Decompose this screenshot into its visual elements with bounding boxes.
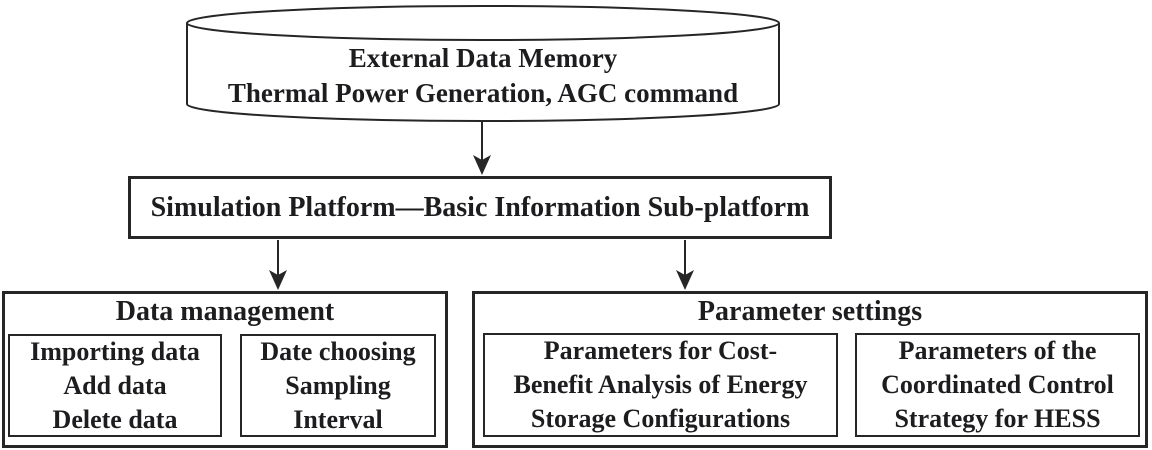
database-label-line1: External Data Memory (348, 43, 618, 73)
cost-benefit-parameters-box: Parameters for Cost- Benefit Analysis of… (483, 333, 838, 437)
importing-data-box: Importing data Add data Delete data (8, 334, 222, 437)
coordinated-control-line2: Coordinated Control (881, 370, 1114, 399)
platform-box: Simulation Platform—Basic Information Su… (128, 176, 832, 239)
coordinated-control-parameters-box: Parameters of the Coordinated Control St… (855, 333, 1140, 437)
importing-data-line2: Add data (63, 370, 167, 400)
cost-benefit-line1: Parameters for Cost- (543, 336, 778, 365)
arrow-memory-to-platform (473, 122, 491, 175)
database-cylinder-top (186, 5, 780, 41)
parameter-settings-box: Parameter settings Parameters for Cost- … (472, 291, 1148, 448)
arrow-platform-to-data-management (269, 240, 287, 290)
parameter-settings-title: Parameter settings (697, 296, 923, 327)
database-cylinder-body (186, 23, 780, 122)
date-choosing-box: Date choosing Sampling Interval (240, 334, 436, 437)
coordinated-control-line1: Parameters of the (898, 336, 1097, 365)
cost-benefit-line3: Storage Configurations (530, 404, 791, 433)
database-label: External Data Memory Thermal Power Gener… (187, 41, 779, 111)
data-management-title: Data management (115, 296, 335, 327)
database-label-line2: Thermal Power Generation, AGC command (227, 78, 739, 108)
arrow-platform-to-parameter-settings (676, 240, 694, 290)
importing-data-line1: Importing data (30, 336, 200, 366)
date-choosing-line1: Date choosing (260, 336, 416, 366)
data-management-box: Data management Importing data Add data … (2, 291, 448, 448)
importing-data-line3: Delete data (52, 404, 178, 434)
database-cylinder (186, 5, 780, 122)
platform-label: Simulation Platform—Basic Information Su… (150, 191, 810, 223)
cost-benefit-line2: Benefit Analysis of Energy (513, 370, 808, 399)
coordinated-control-line3: Strategy for HESS (894, 404, 1101, 433)
date-choosing-line2: Sampling (285, 370, 391, 400)
date-choosing-line3: Interval (293, 404, 383, 434)
